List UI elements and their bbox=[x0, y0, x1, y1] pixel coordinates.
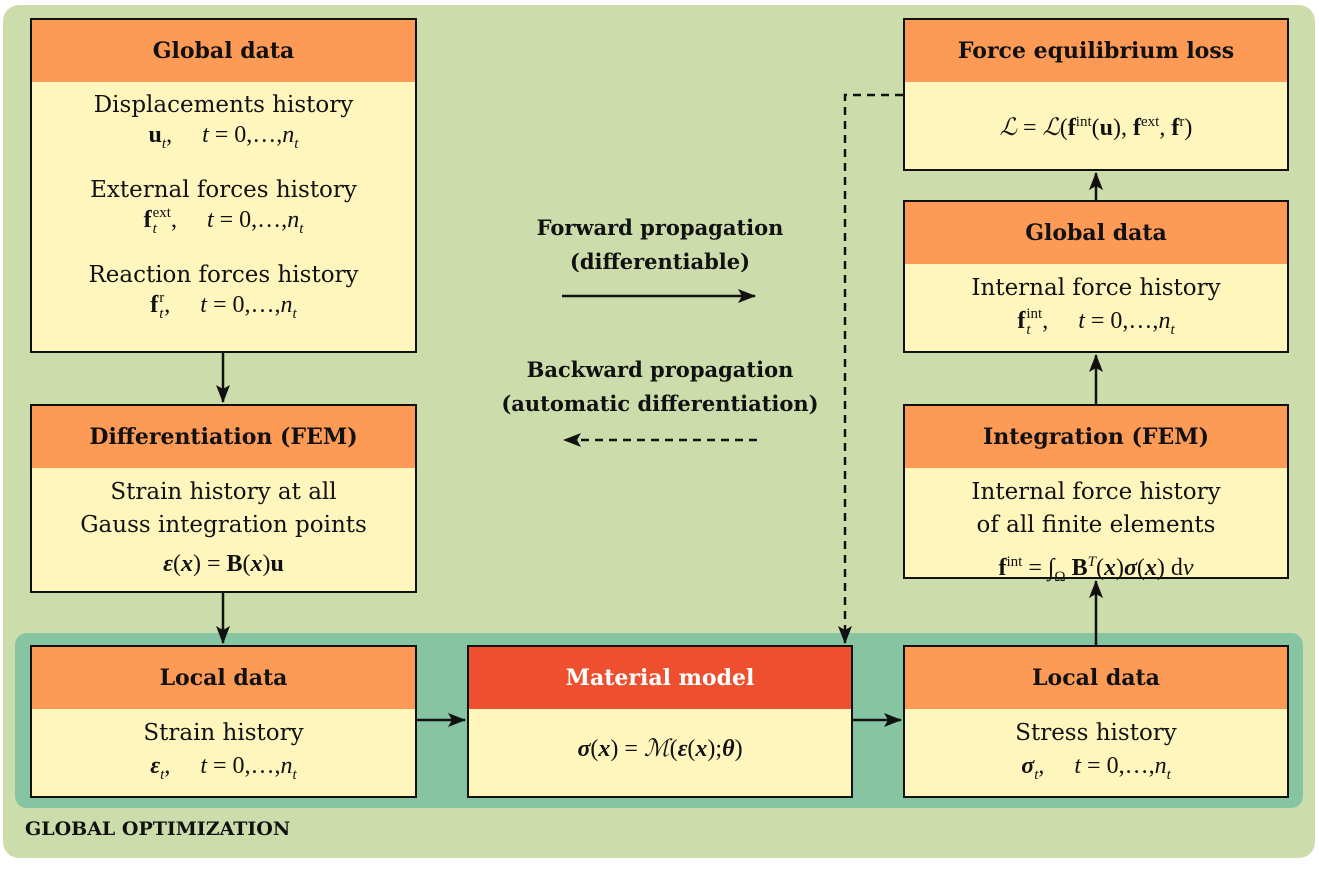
differentiation-box: Differentiation (FEM) Strain history at … bbox=[30, 404, 417, 593]
box-text: Stress history bbox=[1015, 720, 1177, 746]
label-text: Forward propagation bbox=[536, 215, 784, 240]
box-text: Internal force history bbox=[971, 275, 1221, 301]
box-text: Reaction forces history bbox=[88, 261, 359, 288]
box-header: Local data bbox=[905, 647, 1287, 709]
loss-gradient-dashed-arrow bbox=[838, 93, 903, 644]
box-text: Displacements history bbox=[93, 92, 354, 118]
local-data-stress-box: Local data Stress history σt,t = 0,…,nt bbox=[903, 645, 1289, 798]
formula: fint = ∫Ω BT(x)σ(x) dv bbox=[998, 554, 1194, 585]
label-text: (automatic differentiation) bbox=[501, 391, 819, 416]
box-text: Internal force history bbox=[971, 479, 1221, 505]
label-text: (differentiable) bbox=[569, 249, 751, 274]
global-data-input-box: Global data Displacements history ut,t =… bbox=[30, 18, 417, 353]
formula: σ(x) = ℳ(ε(x);θ) bbox=[577, 736, 743, 762]
formula: σt,t = 0,…,nt bbox=[1021, 753, 1171, 783]
force-equilibrium-loss-box: Force equilibrium loss ℒ = ℒ(fint(u), fe… bbox=[903, 18, 1289, 171]
label-text: Backward propagation bbox=[526, 357, 794, 382]
box-text: External forces history bbox=[90, 176, 357, 203]
box-header: Local data bbox=[32, 647, 415, 709]
box-text: Strain history at all bbox=[110, 479, 337, 505]
formula: ℒ = ℒ(fint(u), fext, fr) bbox=[999, 114, 1193, 141]
integration-box: Integration (FEM) Internal force history… bbox=[903, 404, 1289, 585]
backward-propagation-label: Backward propagation (automatic differen… bbox=[480, 353, 840, 421]
box-text: Strain history bbox=[143, 720, 304, 746]
material-model-box: Material model σ(x) = ℳ(ε(x);θ) bbox=[467, 645, 853, 798]
box-header: Global data bbox=[32, 20, 415, 82]
box-header: Global data bbox=[905, 202, 1287, 264]
box-header: Differentiation (FEM) bbox=[32, 406, 415, 468]
box-header: Integration (FEM) bbox=[905, 406, 1287, 468]
formula: ut,t = 0,…,nt bbox=[148, 122, 299, 152]
formula: ε(x) = B(x)u bbox=[163, 551, 284, 577]
formula: εt,t = 0,…,nt bbox=[150, 753, 297, 783]
box-text: Gauss integration points bbox=[80, 512, 367, 538]
box-header: Material model bbox=[469, 647, 851, 709]
box-header: Force equilibrium loss bbox=[905, 20, 1287, 82]
local-data-strain-box: Local data Strain history εt,t = 0,…,nt bbox=[30, 645, 417, 798]
box-text: of all finite elements bbox=[976, 512, 1216, 538]
global-optimization-label: GLOBAL OPTIMIZATION bbox=[25, 818, 291, 840]
forward-propagation-label: Forward propagation (differentiable) bbox=[500, 211, 820, 279]
